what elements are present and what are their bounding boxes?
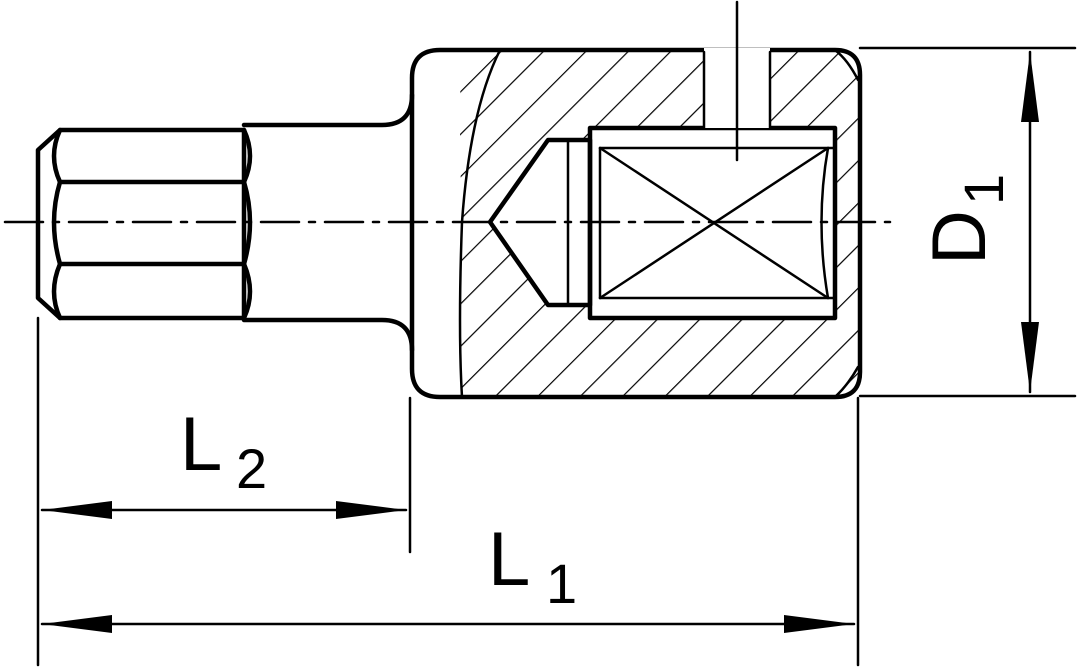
ball-detent-hole [702,0,772,162]
hex-outline [35,127,247,321]
dimension-l2: L 2 [36,316,412,667]
hex-bit-tip [35,127,253,321]
l1-label: L [488,517,530,602]
l2-subscript: 2 [236,437,267,500]
dimension-l1: L 1 [40,396,860,667]
socket-section [409,47,863,400]
d1-subscript: 1 [952,174,1015,205]
dimension-d1: D 1 [858,46,1077,398]
l2-label: L [180,402,222,487]
hatched-wall [460,50,860,397]
l1-subscript: 1 [546,552,577,615]
d1-label: D [917,210,1002,265]
shank-neck [241,92,415,353]
right-chamfer [833,48,860,399]
